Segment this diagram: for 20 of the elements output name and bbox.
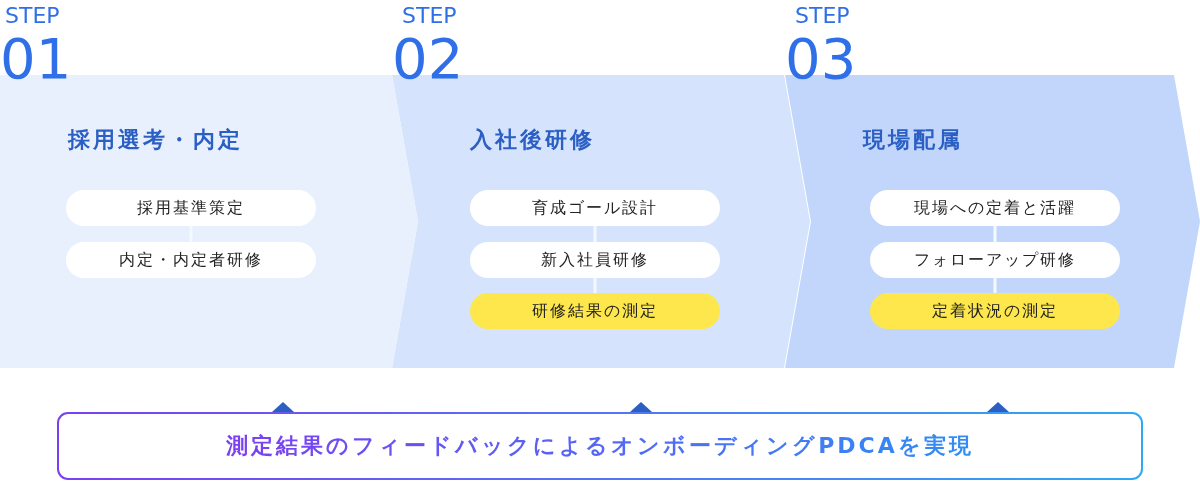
step-label: STEP xyxy=(795,5,850,27)
step-label: STEP xyxy=(402,5,457,27)
step-heading: 現場配属 xyxy=(863,126,963,154)
step-heading: 採用選考・内定 xyxy=(68,126,243,154)
step-number: 01 xyxy=(0,31,72,87)
connector-line xyxy=(993,278,997,293)
item-pill: 新入社員研修 xyxy=(470,242,720,278)
connector-line xyxy=(993,226,997,242)
item-pill: 育成ゴール設計 xyxy=(470,190,720,226)
item-pill: 内定・内定者研修 xyxy=(66,242,316,278)
item-pill: 採用基準策定 xyxy=(66,190,316,226)
step-heading: 入社後研修 xyxy=(470,126,595,154)
item-pill: フォローアップ研修 xyxy=(870,242,1120,278)
step-number: 02 xyxy=(392,31,464,87)
step-label: STEP xyxy=(5,5,60,27)
step-number: 03 xyxy=(785,31,857,87)
item-pill: 現場への定着と活躍 xyxy=(870,190,1120,226)
highlighted-pill: 研修結果の測定 xyxy=(470,293,720,329)
highlighted-pill: 定着状況の測定 xyxy=(870,293,1120,329)
feedback-box xyxy=(57,412,1143,480)
